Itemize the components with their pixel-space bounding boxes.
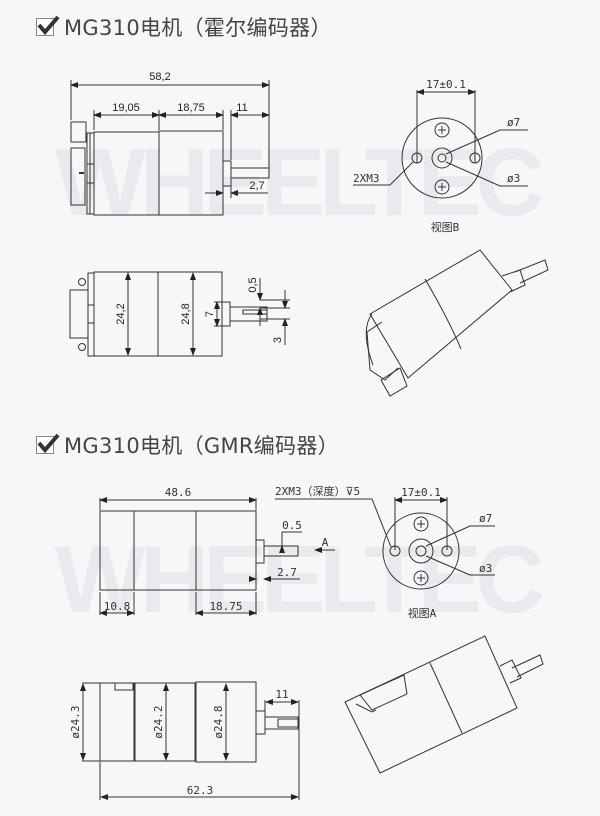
dim-dia-2: ø24.2 (152, 705, 165, 738)
end-view-a (275, 497, 495, 590)
dim-segment-right: 18.75 (209, 600, 242, 613)
dim-hole-spacing: 17±0.1 (426, 78, 466, 91)
dim-shaft-length: 11 (275, 688, 288, 701)
section-title-text: MG310电机（霍尔编码器） (64, 16, 332, 40)
view-caption: 视图A (408, 606, 437, 620)
section-title-hall: MG310电机（霍尔编码器） (36, 12, 332, 42)
dim-outer-dia: ø7 (507, 116, 520, 129)
isometric-view-gmr (344, 635, 544, 774)
dim-body-dia-1: 24,2 (115, 303, 127, 324)
checkbox-checked-icon (36, 15, 60, 36)
section-title-gmr: MG310电机（GMR编码器） (36, 430, 339, 460)
dim-shaft-length: 11 (236, 102, 247, 114)
screw-label: 2XM3（深度）⊽5 (275, 484, 360, 498)
dim-segment-1: 19,05 (112, 102, 140, 114)
dim-outer-dia: ø7 (479, 512, 492, 525)
bottom-view-gmr (80, 681, 300, 800)
dim-shaft-offset: 2.7 (277, 566, 297, 579)
side-view-gmr (99, 497, 335, 616)
dim-body-dia-2: 24,8 (180, 303, 192, 324)
view-caption: 视图B (431, 220, 460, 234)
dim-overall-length: 48.6 (165, 486, 192, 499)
front-view-hall (69, 271, 290, 357)
dim-overall-length: 58,2 (149, 71, 170, 83)
end-view-b (353, 89, 528, 199)
screw-label: 2XM3 (353, 172, 380, 185)
side-view-hall (70, 80, 270, 216)
dim-flat-depth: 0.5 (282, 519, 302, 532)
dim-shaft-dia: ø3 (479, 562, 492, 575)
dim-overall-length: 62.3 (187, 784, 214, 797)
dim-flat-depth: 0,5 (247, 277, 259, 292)
dim-shaft-offset: 2,7 (249, 180, 264, 192)
checkbox-checked-icon (36, 433, 60, 454)
dim-hole-spacing: 17±0.1 (401, 486, 441, 499)
watermark: WHEELTEC (55, 129, 545, 236)
dim-dia-3: ø24.8 (212, 705, 225, 738)
dim-shaft-dia: ø3 (507, 172, 520, 185)
view-arrow-label: A (322, 536, 329, 549)
dim-shaft-dia: 3 (272, 337, 284, 343)
dim-dia-1: ø24.3 (69, 705, 82, 738)
isometric-view-hall (365, 249, 549, 397)
dim-boss-height: 7 (204, 311, 216, 317)
dim-segment-left: 10.8 (104, 600, 131, 613)
section-title-text: MG310电机（GMR编码器） (64, 434, 339, 458)
dim-segment-2: 18,75 (177, 102, 205, 114)
